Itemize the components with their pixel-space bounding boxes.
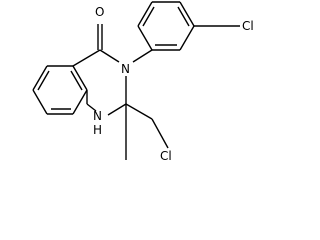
- chemical-structure-diagram: O N N H Cl Cl: [32, 1, 254, 163]
- bond-c2-n1: [107, 103, 127, 116]
- atom-label-aryl-chlorine: Cl: [242, 19, 254, 33]
- atom-label-carbonyl-oxygen: O: [95, 5, 104, 19]
- bond-c4-n3: [99, 49, 120, 63]
- bond-aryl-6: [137, 25, 153, 51]
- bond-aryl-double-2: [177, 6, 190, 27]
- bond-benzo-c8a-c4a: [72, 65, 88, 91]
- bond-benzo-c8-c8a: [72, 89, 88, 115]
- atom-label-n3: N: [121, 62, 130, 76]
- bond-benzo-c6-c7: [32, 89, 48, 115]
- bond-benzo-double-3: [70, 70, 83, 91]
- bond-aryl-3: [179, 1, 195, 27]
- atom-label-chloromethyl-chlorine: Cl: [160, 149, 172, 163]
- bond-c4a-c4: [72, 49, 101, 67]
- bond-benzo-double-1: [37, 70, 50, 91]
- bond-aryl-2: [179, 25, 195, 51]
- bond-ch2-cl: [151, 118, 169, 149]
- bond-aryl-double-3: [142, 6, 155, 27]
- bond-aryl-5: [137, 1, 153, 27]
- bond-n3-aryl: [132, 49, 153, 63]
- bond-benzo-c5-c6: [32, 65, 48, 91]
- atom-label-amine-hydrogen: H: [93, 123, 102, 137]
- atom-label-n1: N: [93, 109, 102, 123]
- bond-n1-c8a: [86, 103, 97, 112]
- bond-c2-ch2: [125, 103, 153, 120]
